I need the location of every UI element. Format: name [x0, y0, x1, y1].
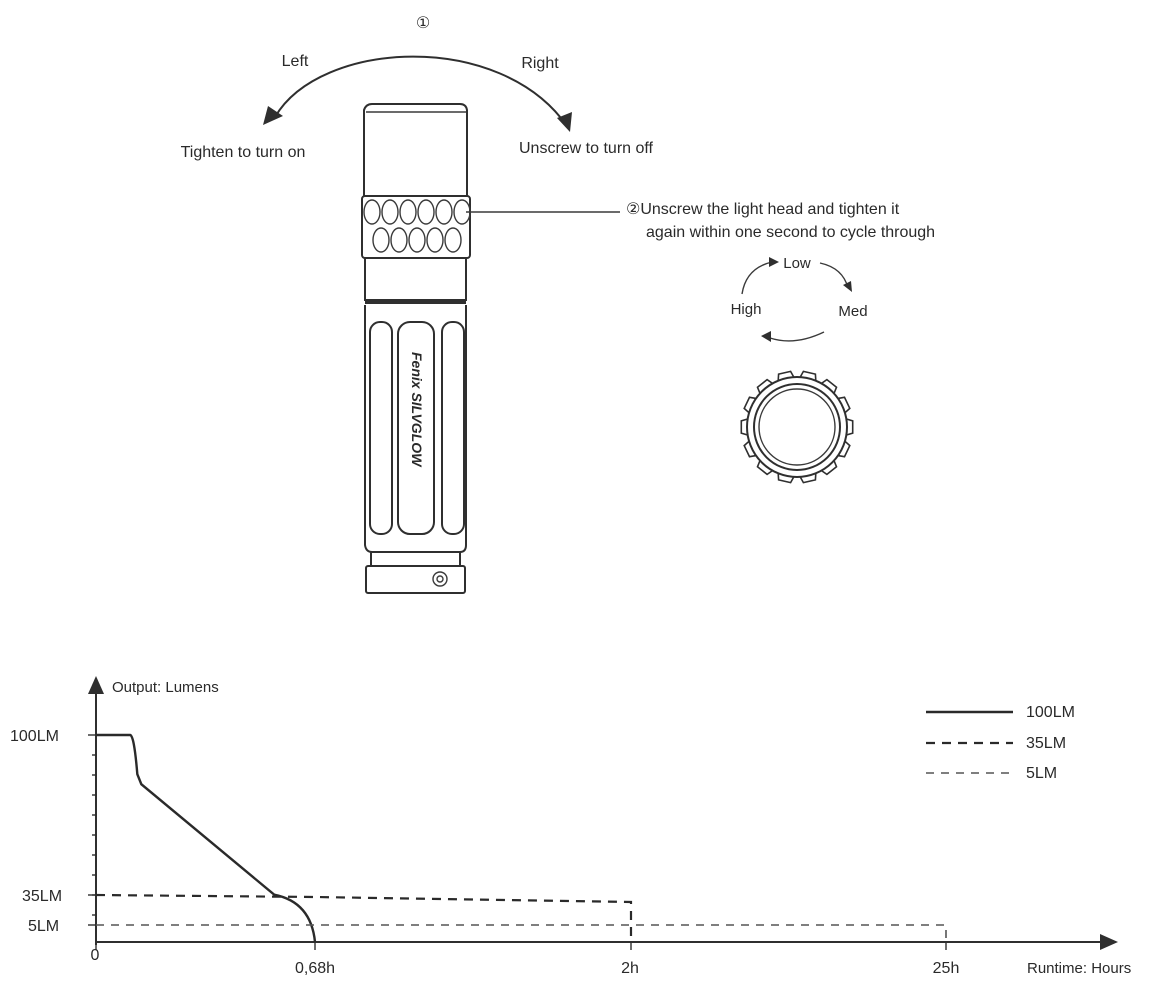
knurl-cell [363, 199, 381, 225]
y-tick-label-5lm: 5LM [28, 918, 59, 935]
bezel-tooth [777, 473, 795, 484]
rotation-instructions: ① Left Right Tighten to turn on Unscrew … [181, 15, 654, 161]
bezel-tooth [740, 418, 748, 436]
bezel-tooth [743, 440, 757, 458]
flashlight-illustration: Fenix SILVGLOW [361, 103, 471, 594]
flashlight-body [364, 305, 467, 553]
left-arrowhead-icon [263, 106, 283, 125]
y-axis-arrow-icon [88, 676, 104, 694]
y-axis-title: Output: Lumens [112, 679, 219, 696]
bezel-tooth [846, 418, 854, 436]
step-one-marker: ① [416, 15, 430, 32]
y-tick-label-35lm: 35LM [22, 888, 62, 905]
knurl-cell [426, 227, 444, 253]
x-tick-label-0: 0 [91, 947, 100, 964]
knurl-cell [399, 199, 417, 225]
y-tick-label-100lm: 100LM [10, 728, 59, 745]
bezel-tooth [821, 378, 838, 394]
y-minor-ticks [88, 734, 96, 926]
x-tick-label-25h: 25h [933, 960, 960, 977]
knurled-grip [361, 195, 471, 259]
left-label: Left [282, 53, 309, 70]
step-two-line-1: ②Unscrew the light head and tighten it [626, 201, 900, 218]
cycle-med-label: Med [838, 303, 867, 320]
legend-label-100lm: 100LM [1026, 704, 1075, 721]
legend-label-35lm: 35LM [1026, 735, 1066, 752]
knurl-cell [408, 227, 426, 253]
knurl-cell [444, 227, 462, 253]
tighten-to-turn-on-label: Tighten to turn on [181, 144, 306, 161]
knurl-cell [381, 199, 399, 225]
bezel-tooth [837, 396, 851, 414]
mode-cycle: Low Med High [731, 255, 868, 342]
flashlight-head [363, 103, 468, 197]
knurl-cell [372, 227, 390, 253]
x-tick-label-068h: 0,68h [295, 960, 335, 977]
flashlight-brand-label: Fenix SILVGLOW [409, 352, 425, 468]
cycle-arrow-med-to-high-icon [761, 331, 771, 342]
rotation-arrow-arc [274, 55, 568, 127]
bezel-tooth [756, 378, 773, 394]
bezel-tooth [837, 440, 851, 458]
bezel-tooth [756, 460, 773, 476]
bezel-tooth [821, 460, 838, 476]
unscrew-to-turn-off-label: Unscrew to turn off [519, 140, 654, 157]
knurl-cell [435, 199, 453, 225]
cycle-arrow-high-to-low-icon [769, 257, 779, 267]
right-label: Right [521, 55, 559, 72]
flashlight-tail-cap [365, 565, 466, 594]
series-line-35lm [95, 893, 633, 942]
x-axis-arrow-icon [1100, 934, 1118, 950]
cycle-arrow-low-to-med-icon [843, 281, 852, 292]
bezel-tooth [743, 396, 757, 414]
bezel-tooth [799, 473, 817, 484]
knurl-cell [390, 227, 408, 253]
lanyard-hole-icon [432, 571, 448, 587]
knurl-cell [417, 199, 435, 225]
step-two-line-2: again within one second to cycle through [646, 224, 935, 241]
x-tick-label-2h: 2h [621, 960, 639, 977]
bezel-tooth [799, 370, 817, 381]
lens-bezel-icon [740, 370, 854, 484]
bezel-tooth [777, 370, 795, 381]
legend-label-5lm: 5LM [1026, 765, 1057, 782]
series-line-100lm [96, 733, 317, 943]
x-tick-marks [95, 942, 947, 950]
step-two-callout: ②Unscrew the light head and tighten it a… [466, 201, 935, 241]
chart-legend: 100LM 35LM 5LM [926, 704, 1075, 782]
series-line-5lm [96, 924, 947, 942]
runtime-chart: Output: Lumens Runtime: Hours 100LM 35LM… [10, 676, 1131, 977]
cycle-high-label: High [731, 301, 762, 318]
right-arrowhead-icon [557, 112, 572, 132]
x-axis-title: Runtime: Hours [1027, 960, 1131, 977]
cycle-low-label: Low [783, 255, 811, 272]
